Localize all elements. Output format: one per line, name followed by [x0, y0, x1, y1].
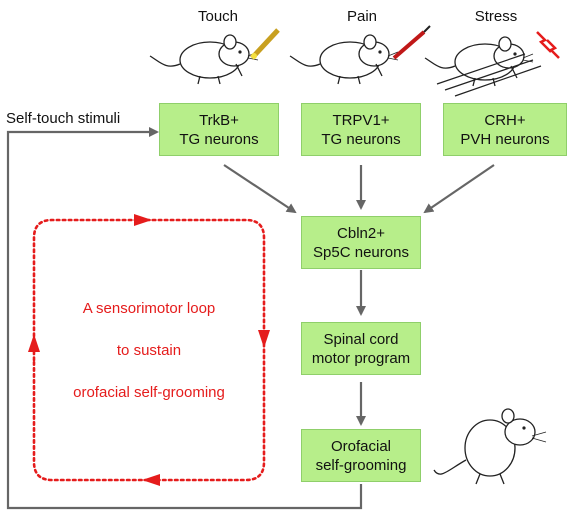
trpv1-box: TRPV1+ TG neurons [301, 103, 421, 156]
grooming-box: Orofacial self-grooming [301, 429, 421, 482]
spinal-line2: motor program [311, 349, 411, 367]
grooming-mouse-icon [433, 408, 547, 485]
pathway-arrows [6, 127, 495, 510]
mouse-stress-icon [424, 31, 560, 97]
loop-text-line3: orofacial self-grooming [73, 384, 225, 401]
mouse-touch-icon [149, 28, 280, 85]
loop-text-line2: to sustain [116, 342, 182, 359]
groom-line2: self-grooming [315, 456, 407, 474]
touch-label: Touch [197, 8, 239, 25]
crh-line2: PVH neurons [460, 130, 550, 148]
trkb-box: TrkB+ TG neurons [159, 103, 279, 156]
trpv1-line2: TG neurons [321, 130, 401, 148]
cbln2-line1: Cbln2+ [337, 224, 385, 242]
self-touch-label: Self-touch stimuli [6, 110, 121, 127]
mouse-pain-icon [289, 25, 431, 85]
loop-text-line1: A sensorimotor loop [82, 300, 216, 317]
trkb-line2: TG neurons [179, 130, 259, 148]
spinal-cord-box: Spinal cord motor program [301, 322, 421, 375]
crh-box: CRH+ PVH neurons [443, 103, 567, 156]
trpv1-line1: TRPV1+ [332, 111, 390, 129]
stress-label: Stress [474, 8, 518, 25]
spinal-line1: Spinal cord [323, 330, 399, 348]
crh-line1: CRH+ [484, 111, 526, 129]
pain-label: Pain [346, 8, 378, 25]
groom-line1: Orofacial [330, 437, 392, 455]
cbln2-box: Cbln2+ Sp5C neurons [301, 216, 421, 269]
trkb-line1: TrkB+ [199, 111, 239, 129]
sensorimotor-loop [32, 218, 266, 482]
loop-arrowheads [28, 214, 270, 486]
cbln2-line2: Sp5C neurons [313, 243, 409, 261]
